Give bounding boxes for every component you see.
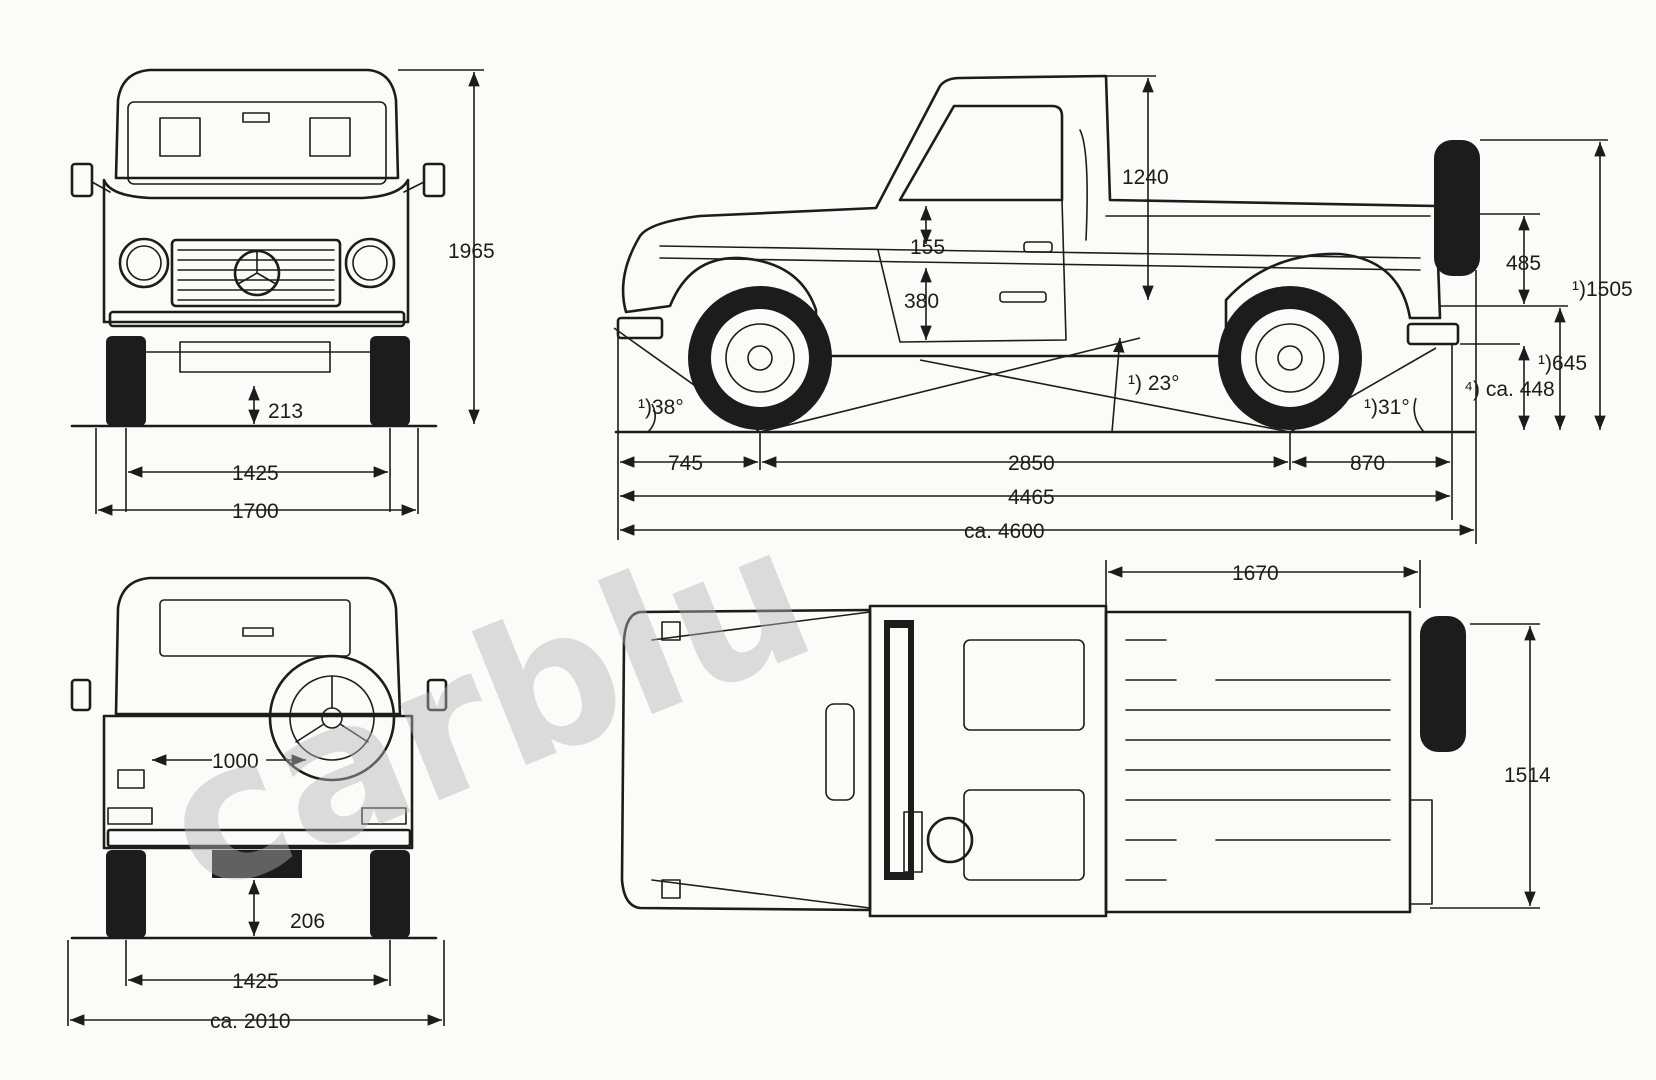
bed-slats [1125,639,1391,881]
front-right-tire [370,336,410,426]
top-seat-left [963,639,1085,731]
rear-bumper [106,828,412,848]
rear-axle-block [212,850,302,878]
top-hood [620,608,872,912]
rear-right-tire [370,850,410,938]
front-height-label: 1965 [448,240,495,263]
front-overhang-label: 745 [668,452,703,475]
breakover-angle-label: ¹) 23° [1128,372,1180,395]
front-bumper [108,310,406,328]
rear-right-mirror [426,678,448,712]
rear-width-label: ca. 2010 [210,1010,291,1033]
breakover-line-rear [919,359,1291,433]
rear-inner-width-label: 1000 [212,750,259,773]
rear-left-lamp [117,769,145,789]
rear-left-tire [106,850,146,938]
departure-angle-label: ¹)31° [1364,396,1410,419]
rear-right-lamp-cluster [361,807,407,825]
side-spare-wheel [1434,140,1480,276]
front-left-tire [106,336,146,426]
front-roof [114,68,400,180]
left-mirror [70,162,94,198]
front-mirror-inner [242,112,270,123]
rear-645-label: ¹)645 [1538,352,1587,375]
top-spare-wheel [1420,616,1466,752]
step-155-label: 155 [910,236,945,259]
front-width-label: 1700 [232,500,279,523]
right-mirror [422,162,446,198]
tailgate-485-label: 485 [1506,252,1541,275]
departure-line [1289,347,1437,433]
steering-wheel [926,816,974,864]
spare-wheel [268,654,396,782]
front-seats [159,117,351,157]
top-seat-right [963,789,1085,881]
approach-angle-label: ¹)38° [638,396,684,419]
overall-length-label: ca. 4600 [964,520,1045,543]
top-rear-step [1409,799,1433,905]
side-rear-wheel [1218,286,1362,430]
bed-width-label: 1514 [1504,764,1551,787]
front-body [102,178,410,324]
left-headlamp [118,237,170,289]
rear-window [159,599,351,657]
door-handle [1023,241,1053,253]
grille-slats [177,249,335,301]
front-windshield [127,101,387,185]
watermark-text: carblu [135,482,840,938]
length-label: 4465 [1008,486,1055,509]
front-view: 1965 213 1425 1700 [70,68,495,523]
rear-clearance-label: 206 [290,910,325,933]
side-door-window [898,104,1064,202]
front-track-label: 1425 [232,462,279,485]
top-view: 1670 1514 [620,560,1551,918]
rear-roof [114,576,402,716]
right-headlamp [344,237,396,289]
rear-left-mirror [70,678,92,712]
wheelbase-label: 2850 [1008,452,1055,475]
approach-line [613,327,761,433]
side-front-wheel [688,286,832,430]
seat-outline [1079,129,1088,241]
rear-overhang-label: 870 [1350,452,1385,475]
bed-length-label: 1670 [1232,562,1279,585]
rear-track-label: 1425 [232,970,279,993]
top-bed [1104,610,1412,914]
rear-view: 1000 206 1425 ca. 2010 [67,576,448,1033]
load-height-label: ⁴) ca. 448 [1464,378,1555,401]
top-vent [825,703,855,801]
breakover-line-front [759,337,1141,433]
front-grille [170,238,342,308]
rear-body [102,714,414,850]
side-view: ¹)38° ¹) 23° ¹)31° 1240 155 380 485 ¹)15… [613,74,1633,544]
overall-height-label: ¹)1505 [1572,278,1633,301]
cab-height-label: 1240 [1122,166,1169,189]
front-plate-area [179,341,331,373]
side-rear-bumper [1406,322,1460,346]
rear-left-lamp-cluster [107,807,153,825]
watermark: carblu [135,482,840,938]
front-clearance-label: 213 [268,400,303,423]
sill-380-label: 380 [904,290,939,313]
side-body-outline [621,74,1442,358]
side-door [877,199,1067,343]
